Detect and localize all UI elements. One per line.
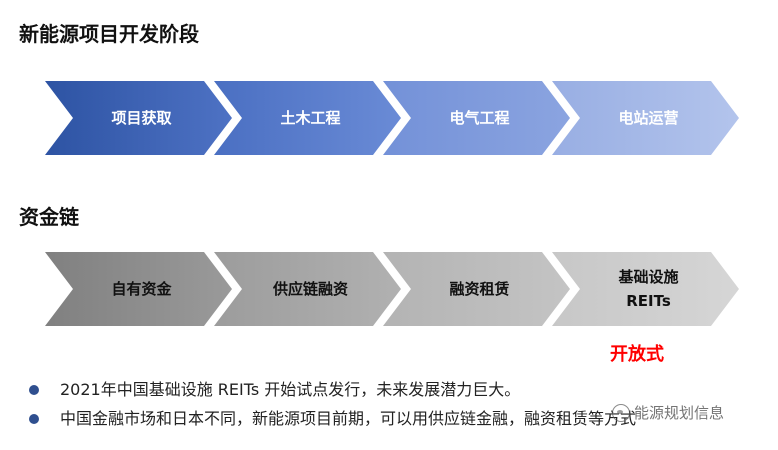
chevron-step-1 <box>45 252 232 326</box>
chevron-step-label: 电站运营 <box>618 109 678 127</box>
section-title-funding-chain: 资金链 <box>19 205 79 229</box>
chevron-step-label: 供应链融资 <box>272 280 348 298</box>
open-ended-label: 开放式 <box>610 344 664 365</box>
chevron-step-label: 自有资金 <box>111 280 172 298</box>
bullet-dot-icon <box>29 414 39 424</box>
chevron-step-4 <box>552 81 739 155</box>
chevron-step-3 <box>383 81 570 155</box>
bullet-item: 2021年中国基础设施 REITs 开始试点发行，未来发展潜力巨大。 <box>22 375 636 404</box>
wechat-icon <box>612 403 630 422</box>
watermark: 能源规划信息 <box>612 402 724 423</box>
chevron-step-label: 融资租赁 <box>449 280 509 298</box>
chevron-step-3 <box>383 252 570 326</box>
watermark-text: 能源规划信息 <box>634 404 725 422</box>
chevron-step-label: 项目获取 <box>111 109 172 127</box>
bullet-item: 中国金融市场和日本不同，新能源项目前期，可以用供应链金融，融资租赁等方式 <box>22 404 636 433</box>
chevron-step-4 <box>552 252 739 326</box>
section-title-development-stages: 新能源项目开发阶段 <box>19 22 199 46</box>
bullet-text: 2021年中国基础设施 REITs 开始试点发行，未来发展潜力巨大。 <box>60 380 521 399</box>
development-stage-row: 项目获取 土木工程 电气工程 电站运营 <box>45 81 739 155</box>
chevron-step-label: 基础设施 <box>617 268 678 286</box>
bullet-dot-icon <box>29 385 39 395</box>
chevron-step-label: 电气工程 <box>449 109 509 127</box>
chevron-step-2 <box>214 81 401 155</box>
chevron-step-2 <box>214 252 401 326</box>
chevron-step-label: 土木工程 <box>280 109 340 127</box>
funding-chain-row: 自有资金 供应链融资 融资租赁 基础设施 REITs <box>45 252 739 326</box>
bullet-text: 中国金融市场和日本不同，新能源项目前期，可以用供应链金融，融资租赁等方式 <box>60 409 637 428</box>
chevron-step-label: REITs <box>626 292 671 310</box>
bullet-list: 2021年中国基础设施 REITs 开始试点发行，未来发展潜力巨大。 中国金融市… <box>22 375 636 433</box>
chevron-step-1 <box>45 81 232 155</box>
